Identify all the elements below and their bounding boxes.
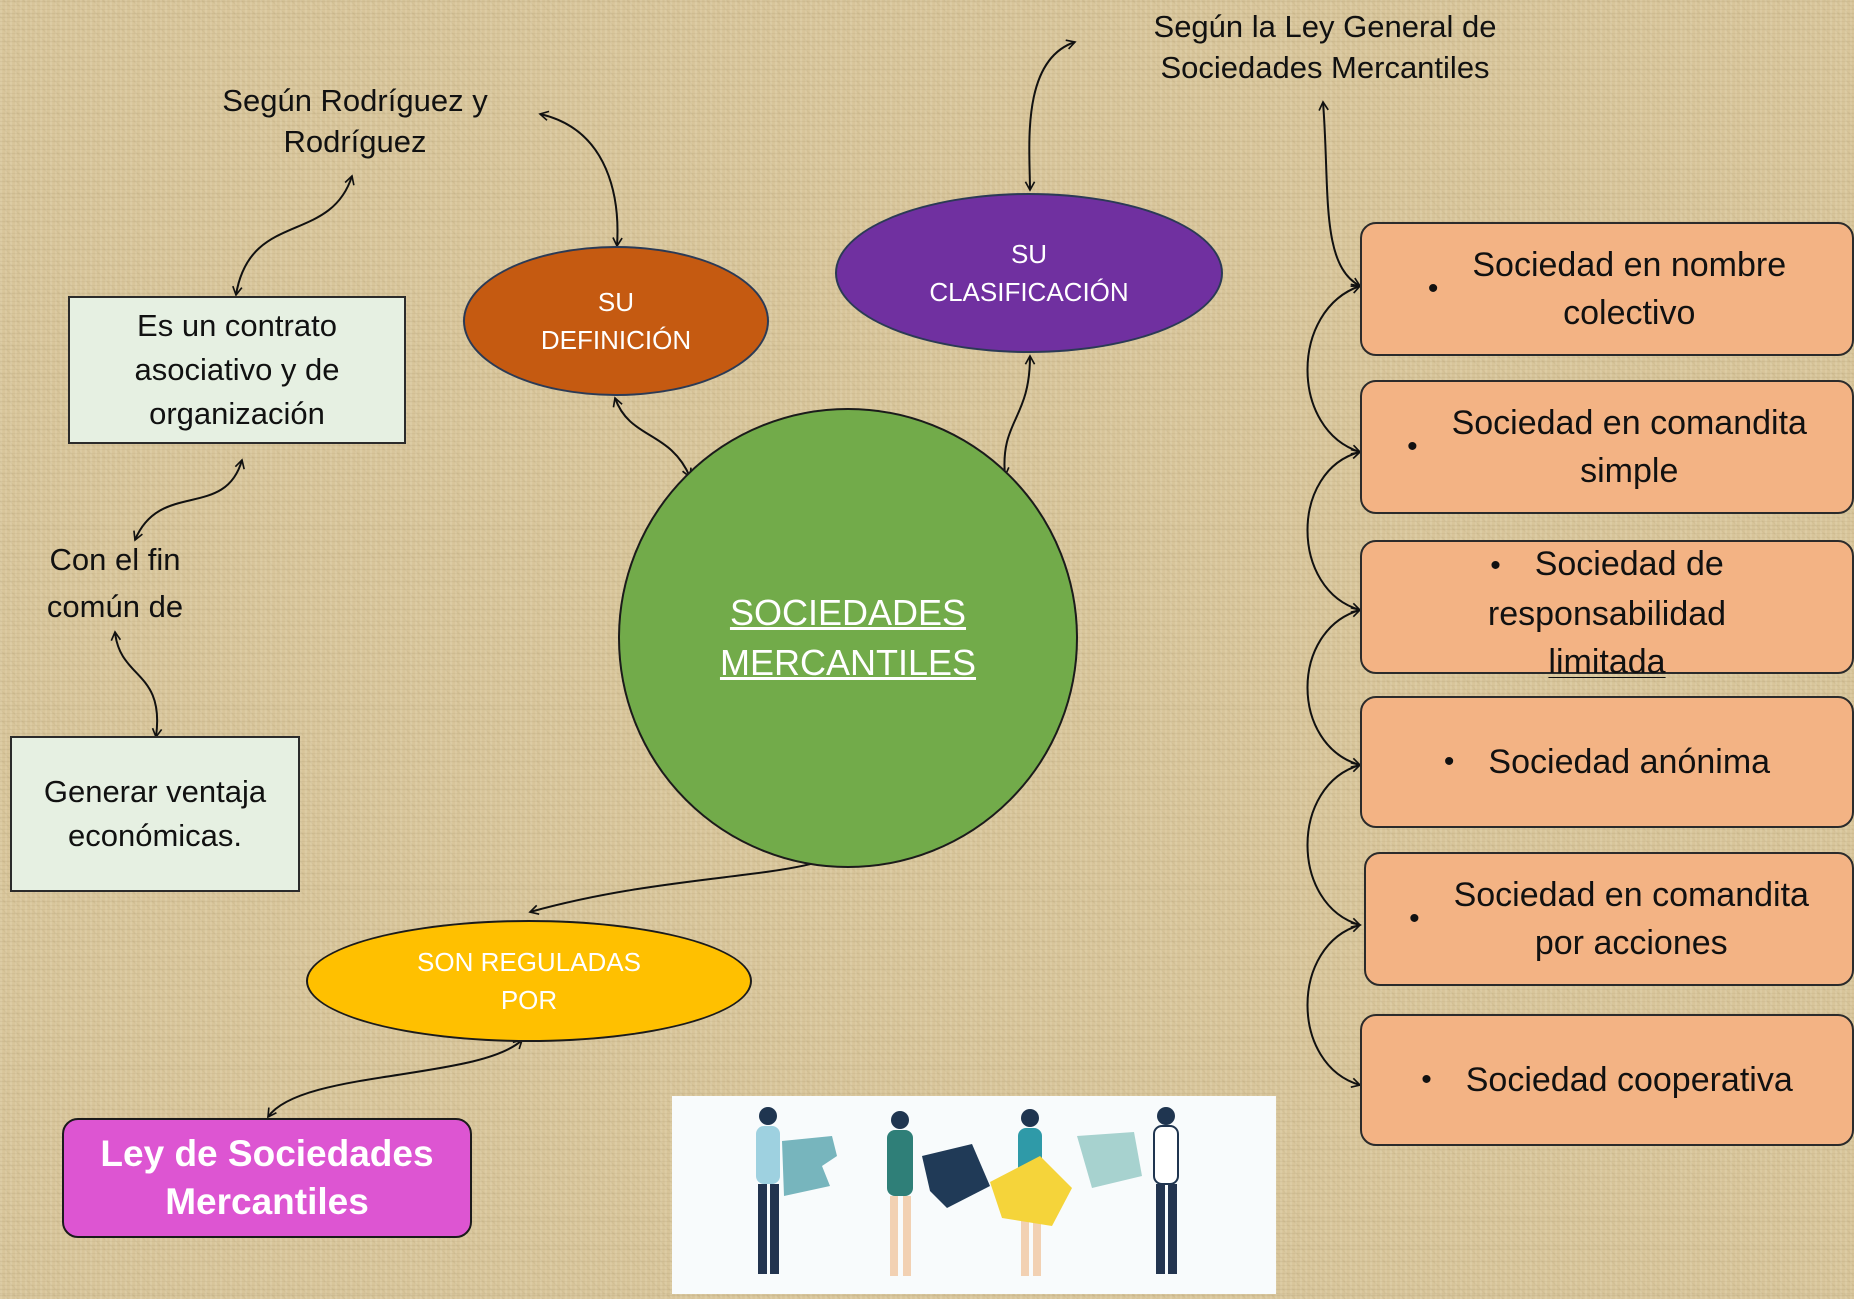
definition-node: SU DEFINICIÓN <box>463 246 769 396</box>
goal-box: Generar ventaja económicas. <box>10 736 300 892</box>
type-box-nombre-colectivo: • Sociedad en nombre colectivo <box>1360 222 1854 356</box>
bullet-icon: • <box>1409 902 1420 935</box>
purpose-text: Con el fin común de <box>46 542 184 624</box>
regulation-label-line2: POR <box>500 985 558 1015</box>
bullet-icon: • <box>1490 549 1501 582</box>
bullet-icon: • <box>1427 272 1439 305</box>
puzzle-people-icon <box>756 1107 1179 1276</box>
bullet-icon: • <box>1421 1063 1432 1096</box>
contract-box: Es un contrato asociativo y de organizac… <box>68 296 406 444</box>
central-node-sociedades-mercantiles: SOCIEDADES MERCANTILES <box>618 408 1078 868</box>
bullet-icon: • <box>1407 430 1418 463</box>
definition-label-line1: SU <box>597 287 635 317</box>
type-box-cooperativa: • Sociedad cooperativa <box>1360 1014 1854 1146</box>
classification-source-text: Según la Ley General de Sociedades Merca… <box>1153 9 1497 85</box>
classification-node: SU CLASIFICACIÓN <box>835 193 1223 353</box>
law-box: Ley de Sociedades Mercantiles <box>62 1118 472 1238</box>
central-label-line1: SOCIEDADES <box>729 592 967 633</box>
classification-label-line1: SU <box>1010 239 1048 269</box>
central-label-line2: MERCANTILES <box>719 642 977 683</box>
type-box-comandita-acciones: • Sociedad en comandita por acciones <box>1364 852 1854 986</box>
definition-source-text: Según Rodríguez y Rodríguez <box>222 83 488 159</box>
regulation-label-line1: SON REGULADAS <box>417 947 641 977</box>
teamwork-puzzle-illustration <box>672 1096 1276 1294</box>
type-box-anonima: • Sociedad anónima <box>1360 696 1854 828</box>
bullet-icon: • <box>1443 745 1455 778</box>
type-box-responsabilidad-limitada: •Sociedad de responsabilidad limitada <box>1360 540 1854 681</box>
classification-label-line2: CLASIFICACIÓN <box>929 277 1129 307</box>
regulation-node: SON REGULADAS POR <box>306 920 752 1042</box>
definition-label-line2: DEFINICIÓN <box>540 325 692 355</box>
type-box-comandita-simple: • Sociedad en comandita simple <box>1360 380 1854 514</box>
